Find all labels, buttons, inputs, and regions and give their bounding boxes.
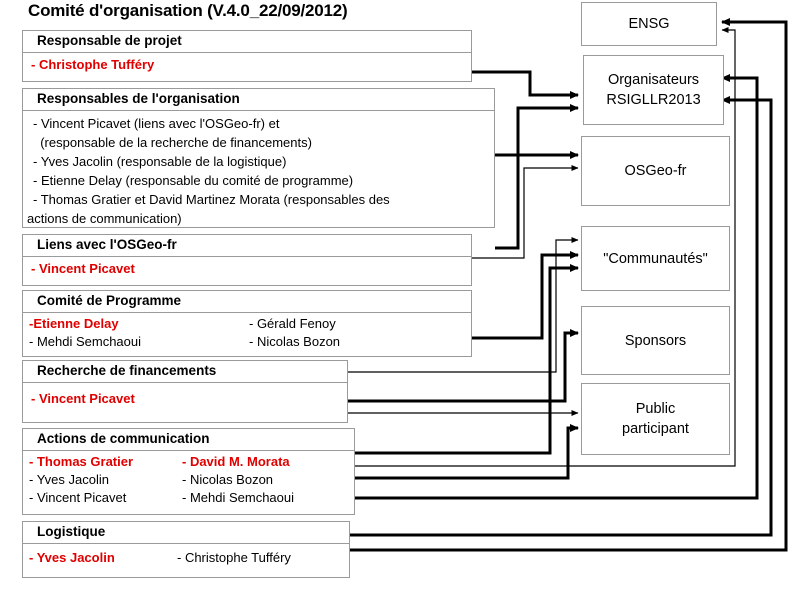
panel-header: Responsables de l'organisation xyxy=(23,89,494,111)
box-organisateurs-rsigllr2013[interactable]: Organisateurs RSIGLLR2013 xyxy=(583,55,724,125)
member-item: - Nicolas Bozon xyxy=(182,472,274,487)
detail-line: - Thomas Gratier et David Martinez Morat… xyxy=(33,192,390,207)
member-column-right: - Gérald Fenoy - Nicolas Bozon xyxy=(249,315,471,351)
detail-line: - Yves Jacolin (responsable de la logist… xyxy=(33,154,287,169)
panel-header: Responsable de projet xyxy=(23,31,471,53)
member-item: - Nicolas Bozon xyxy=(249,334,341,349)
panel-responsables-de-l-organisation[interactable]: Responsables de l'organisation - Vincent… xyxy=(22,88,495,228)
member-item: - Vincent Picavet xyxy=(29,490,127,505)
member-item: - Christophe Tufféry xyxy=(177,550,291,565)
wire-actions-to-public xyxy=(355,424,579,480)
panel-body: - Christophe Tufféry xyxy=(23,53,471,76)
box-communautes[interactable]: "Communautés" xyxy=(581,226,730,291)
panel-actions-de-communication[interactable]: Actions de communication - Thomas Gratie… xyxy=(22,428,355,515)
panel-header: Comité de Programme xyxy=(23,291,471,313)
box-label: OSGeo-fr xyxy=(624,163,687,179)
box-label: "Communautés" xyxy=(603,250,708,267)
box-ensg[interactable]: ENSG xyxy=(581,2,717,46)
panel-recherche-de-financements[interactable]: Recherche de financements - Vincent Pica… xyxy=(22,360,348,423)
box-label: ENSG xyxy=(628,16,670,32)
member-item: - Mehdi Semchaoui xyxy=(182,490,294,505)
panel-responsable-de-projet[interactable]: Responsable de projet - Christophe Tuffé… xyxy=(22,30,472,82)
wire-responsables-organisation-to-organisateurs xyxy=(495,104,579,250)
member-column-right: - Christophe Tufféry xyxy=(177,549,349,567)
member-item: - David M. Morata xyxy=(182,454,290,469)
box-label: Sponsors xyxy=(624,332,687,349)
panel-header: Recherche de financements xyxy=(23,361,347,383)
member-item: -Etienne Delay xyxy=(29,316,119,331)
panel-body: - Vincent Picavet xyxy=(23,257,471,280)
panel-body: -Etienne Delay - Mehdi Semchaoui - Géral… xyxy=(23,313,471,354)
member-item: - Vincent Picavet xyxy=(31,261,135,276)
member-item: - Yves Jacolin xyxy=(29,472,109,487)
wire-comite-programme-to-communautes xyxy=(472,251,579,340)
member-item: - Christophe Tufféry xyxy=(31,57,155,72)
member-column-left: - Yves Jacolin xyxy=(29,549,159,567)
member-column-left: -Etienne Delay - Mehdi Semchaoui xyxy=(29,315,189,351)
member-column-right: - David M. Morata - Nicolas Bozon - Mehd… xyxy=(182,453,354,507)
box-public-participant[interactable]: Public participant xyxy=(581,383,730,455)
member-item: - Yves Jacolin xyxy=(29,550,115,565)
panel-body: - Thomas Gratier - Yves Jacolin - Vincen… xyxy=(23,451,354,510)
panel-body: - Vincent Picavet (liens avec l'OSGeo-fr… xyxy=(23,111,494,231)
member-item: - Vincent Picavet xyxy=(31,391,135,406)
detail-line: (responsable de la recherche de financem… xyxy=(33,135,312,150)
panel-liens-avec-osgeo-fr[interactable]: Liens avec l'OSGeo-fr - Vincent Picavet xyxy=(22,234,472,286)
panel-header: Liens avec l'OSGeo-fr xyxy=(23,235,471,257)
detail-line: - Etienne Delay (responsable du comité d… xyxy=(33,173,354,188)
page-title: Comité d'organisation (V.4.0_22/09/2012) xyxy=(28,1,348,20)
member-item: - Gérald Fenoy xyxy=(249,316,336,331)
panel-comite-de-programme[interactable]: Comité de Programme -Etienne Delay - Meh… xyxy=(22,290,472,357)
panel-body: - Vincent Picavet xyxy=(23,383,347,410)
box-sponsors[interactable]: Sponsors xyxy=(581,306,730,375)
box-label: Organisateurs RSIGLLR2013 xyxy=(606,72,701,108)
member-item: - Mehdi Semchaoui xyxy=(29,334,141,349)
panel-logistique[interactable]: Logistique - Yves Jacolin - Christophe T… xyxy=(22,521,350,578)
panel-body: - Yves Jacolin - Christophe Tufféry xyxy=(23,544,349,570)
member-item: - Thomas Gratier xyxy=(29,454,134,469)
panel-header: Logistique xyxy=(23,522,349,544)
member-column-left: - Thomas Gratier - Yves Jacolin - Vincen… xyxy=(29,453,164,507)
detail-line: - Vincent Picavet (liens avec l'OSGeo-fr… xyxy=(33,116,280,131)
box-osgeo-fr[interactable]: OSGeo-fr xyxy=(581,136,730,206)
detail-line: actions de communication) xyxy=(27,211,182,226)
panel-header: Actions de communication xyxy=(23,429,354,451)
box-label: Public participant xyxy=(622,401,689,437)
